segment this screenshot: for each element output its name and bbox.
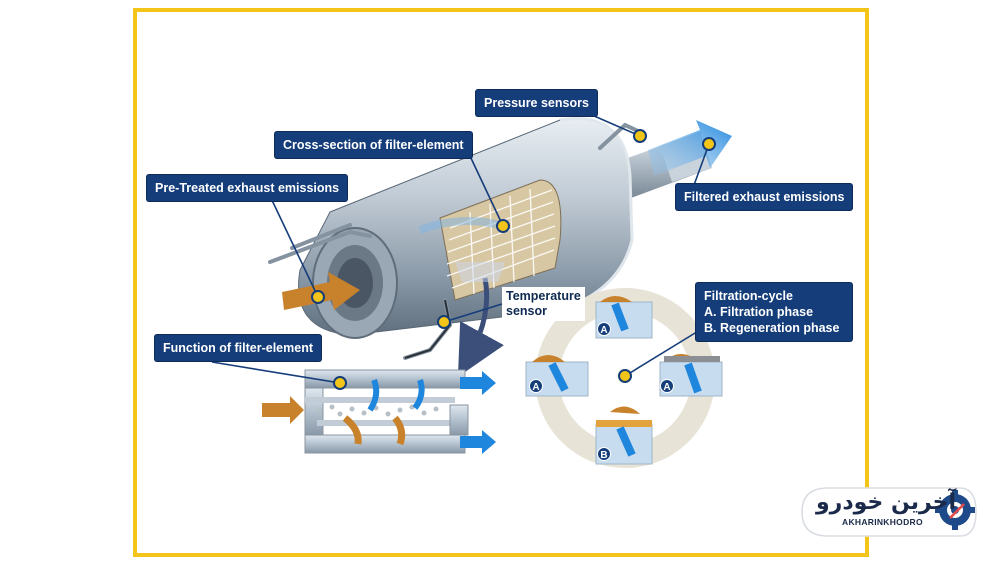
logo-persian-text: آخرین خودرو (816, 490, 957, 515)
filtration-phase-text: A. Filtration phase (704, 305, 814, 319)
filtration-cycle-ring (525, 288, 723, 468)
cross-section-label: Cross-section of filter-element (275, 132, 472, 158)
pre-treated-label: Pre-Treated exhaust emissions (147, 175, 348, 201)
filtration-cycle-title: Filtration-cycle (704, 289, 793, 303)
leader-lines (211, 111, 710, 384)
marker-dots (311, 129, 716, 390)
function-label: Function of filter-element (155, 335, 321, 361)
phase-marker-left: A (532, 382, 539, 393)
regeneration-phase-text: B. Regeneration phase (704, 321, 840, 335)
logo-latin-text: AKHARINKHODRO (842, 517, 923, 527)
filtration-cycle-label: Filtration-cycle A. Filtration phase B. … (696, 283, 852, 341)
filtered-flow-arrow (648, 120, 732, 176)
filtered-label: Filtered exhaust emissions (676, 184, 853, 210)
detail-pointer-arrow (457, 277, 504, 377)
temperature-label-line2: sensor (506, 304, 547, 318)
phase-marker-top: A (600, 325, 607, 336)
logo-shape (801, 487, 977, 537)
phase-marker-bottom: B (600, 450, 607, 461)
phase-markers: A A A B (529, 322, 674, 461)
filter-element-function-diagram (262, 369, 496, 454)
phase-block-top (595, 296, 653, 339)
temperature-sensor-label: Temperature sensor (502, 287, 585, 321)
phase-block-right (659, 354, 723, 397)
gear-icon (935, 490, 975, 530)
pressure-sensors-label: Pressure sensors (476, 90, 597, 116)
temperature-label-line1: Temperature (506, 289, 581, 303)
akharinkhodro-logo: آخرین خودرو AKHARINKHODRO (800, 484, 980, 540)
phase-marker-right: A (663, 382, 670, 393)
